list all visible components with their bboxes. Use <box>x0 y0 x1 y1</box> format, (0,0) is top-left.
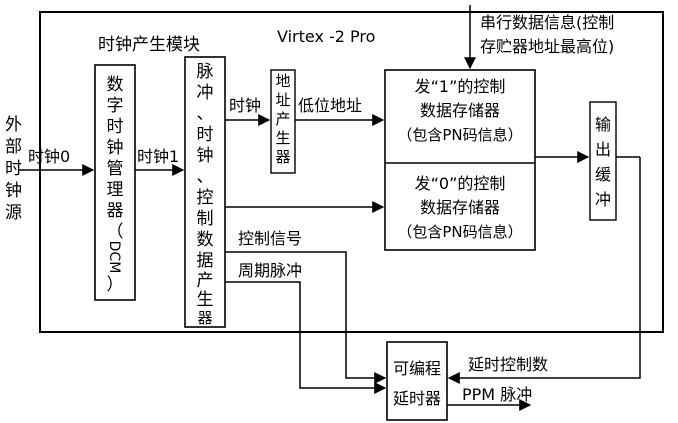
pulse-generator-box <box>184 56 226 328</box>
pulse-generator-char: 产 <box>197 271 214 291</box>
address-generator-char: 产 <box>275 110 290 128</box>
fpga-boundary <box>39 11 664 333</box>
output-buffer-box <box>589 101 617 221</box>
pulse-generator-char: 钟 <box>197 146 214 166</box>
dcm-char: 字 <box>107 96 124 116</box>
pulse-generator-char: 脉 <box>197 62 214 82</box>
fpga-label: Virtex -2 Pro <box>277 27 375 46</box>
memory-send-0: 发“0”的控制 数据存储器 （包含PN码信息） <box>397 174 522 241</box>
label-low-address: 低位地址 <box>298 96 362 115</box>
pulse-generator-char: 数 <box>197 230 214 250</box>
output-buffer-char: 缓 <box>595 165 611 184</box>
external-clock-char: 钟 <box>5 181 22 201</box>
address-generator-char: 地 <box>275 72 290 90</box>
label-clock1: 时钟1 <box>137 147 179 166</box>
pulse-generator-char: 时 <box>197 125 214 145</box>
label-delay-control: 延时控制数 <box>468 355 548 374</box>
memory-send-1-line1: 发“1”的控制 <box>415 77 506 96</box>
pulse-generator-char: 据 <box>197 251 214 271</box>
memory-block <box>384 69 536 251</box>
address-generator-char: 器 <box>275 148 290 166</box>
label-clock: 时钟 <box>229 96 261 115</box>
label-clock0: 时钟0 <box>28 147 70 166</box>
address-generator-label: 地 址 产 生 器 <box>275 72 290 166</box>
dcm-box <box>94 64 136 301</box>
dcm-label: 数 字 时 钟 管 理 器 （ DCM ） <box>106 75 124 295</box>
clock-module-title: 时钟产生模块 <box>98 35 200 55</box>
dcm-char: 时 <box>107 117 124 137</box>
line-control-signal <box>225 251 387 384</box>
label-serial-line2: 存贮器地址最高位) <box>480 37 614 56</box>
delay-box <box>386 341 448 421</box>
pulse-generator-char: 控 <box>197 188 214 208</box>
memory-send-0-line1: 发“0”的控制 <box>415 174 506 193</box>
delay-line2: 延时器 <box>393 389 441 408</box>
pulse-generator-char: 制 <box>197 209 214 229</box>
external-clock-source: 外 部 时 钟 源 <box>5 115 22 223</box>
signal-lines <box>18 5 641 411</box>
external-clock-char: 外 <box>5 115 22 135</box>
output-buffer-char: 冲 <box>595 190 611 209</box>
label-ppm: PPM 脉冲 <box>462 385 532 404</box>
output-buffer-char: 输 <box>595 115 611 134</box>
label-control-signal: 控制信号 <box>238 229 302 248</box>
label-period-pulse: 周期脉冲 <box>238 261 302 280</box>
pulse-generator-char: 、 <box>197 167 214 187</box>
dcm-char: DCM <box>106 241 122 274</box>
dcm-char: 钟 <box>107 138 124 158</box>
line-delay-control <box>447 157 641 384</box>
memory-send-1: 发“1”的控制 数据存储器 （包含PN码信息） <box>397 77 522 144</box>
pulse-generator-char: 器 <box>197 309 212 327</box>
dcm-char: （ <box>107 222 124 242</box>
pulse-generator-char: 冲 <box>197 83 214 103</box>
pulse-generator-char: 、 <box>197 104 214 124</box>
memory-send-1-line3: （包含PN码信息） <box>397 126 522 144</box>
dcm-char: 数 <box>107 75 124 95</box>
pulse-generator-label: 脉 冲 、 时 钟 、 控 制 数 据 产 生 器 <box>197 62 214 327</box>
address-generator-char: 生 <box>275 129 290 147</box>
output-buffer-char: 出 <box>595 140 611 159</box>
dcm-char: ） <box>107 275 124 295</box>
dcm-char: 理 <box>107 180 124 200</box>
external-clock-char: 部 <box>5 137 22 157</box>
memory-send-0-line2: 数据存储器 <box>420 198 500 217</box>
memory-send-1-line2: 数据存储器 <box>420 101 500 120</box>
address-generator-char: 址 <box>275 91 290 109</box>
memory-send-0-line3: （包含PN码信息） <box>397 223 522 241</box>
line-period-pulse <box>225 281 387 394</box>
address-generator-box <box>270 69 296 174</box>
external-clock-char: 时 <box>5 159 22 179</box>
external-clock-char: 源 <box>5 203 22 223</box>
label-serial-line1: 串行数据信息(控制 <box>480 13 614 32</box>
dcm-char: 器 <box>107 201 124 221</box>
delay-line1: 可编程 <box>393 359 441 378</box>
pulse-generator-char: 生 <box>197 290 214 310</box>
dcm-char: 管 <box>107 159 124 179</box>
output-buffer-label: 输 出 缓 冲 <box>595 115 611 209</box>
